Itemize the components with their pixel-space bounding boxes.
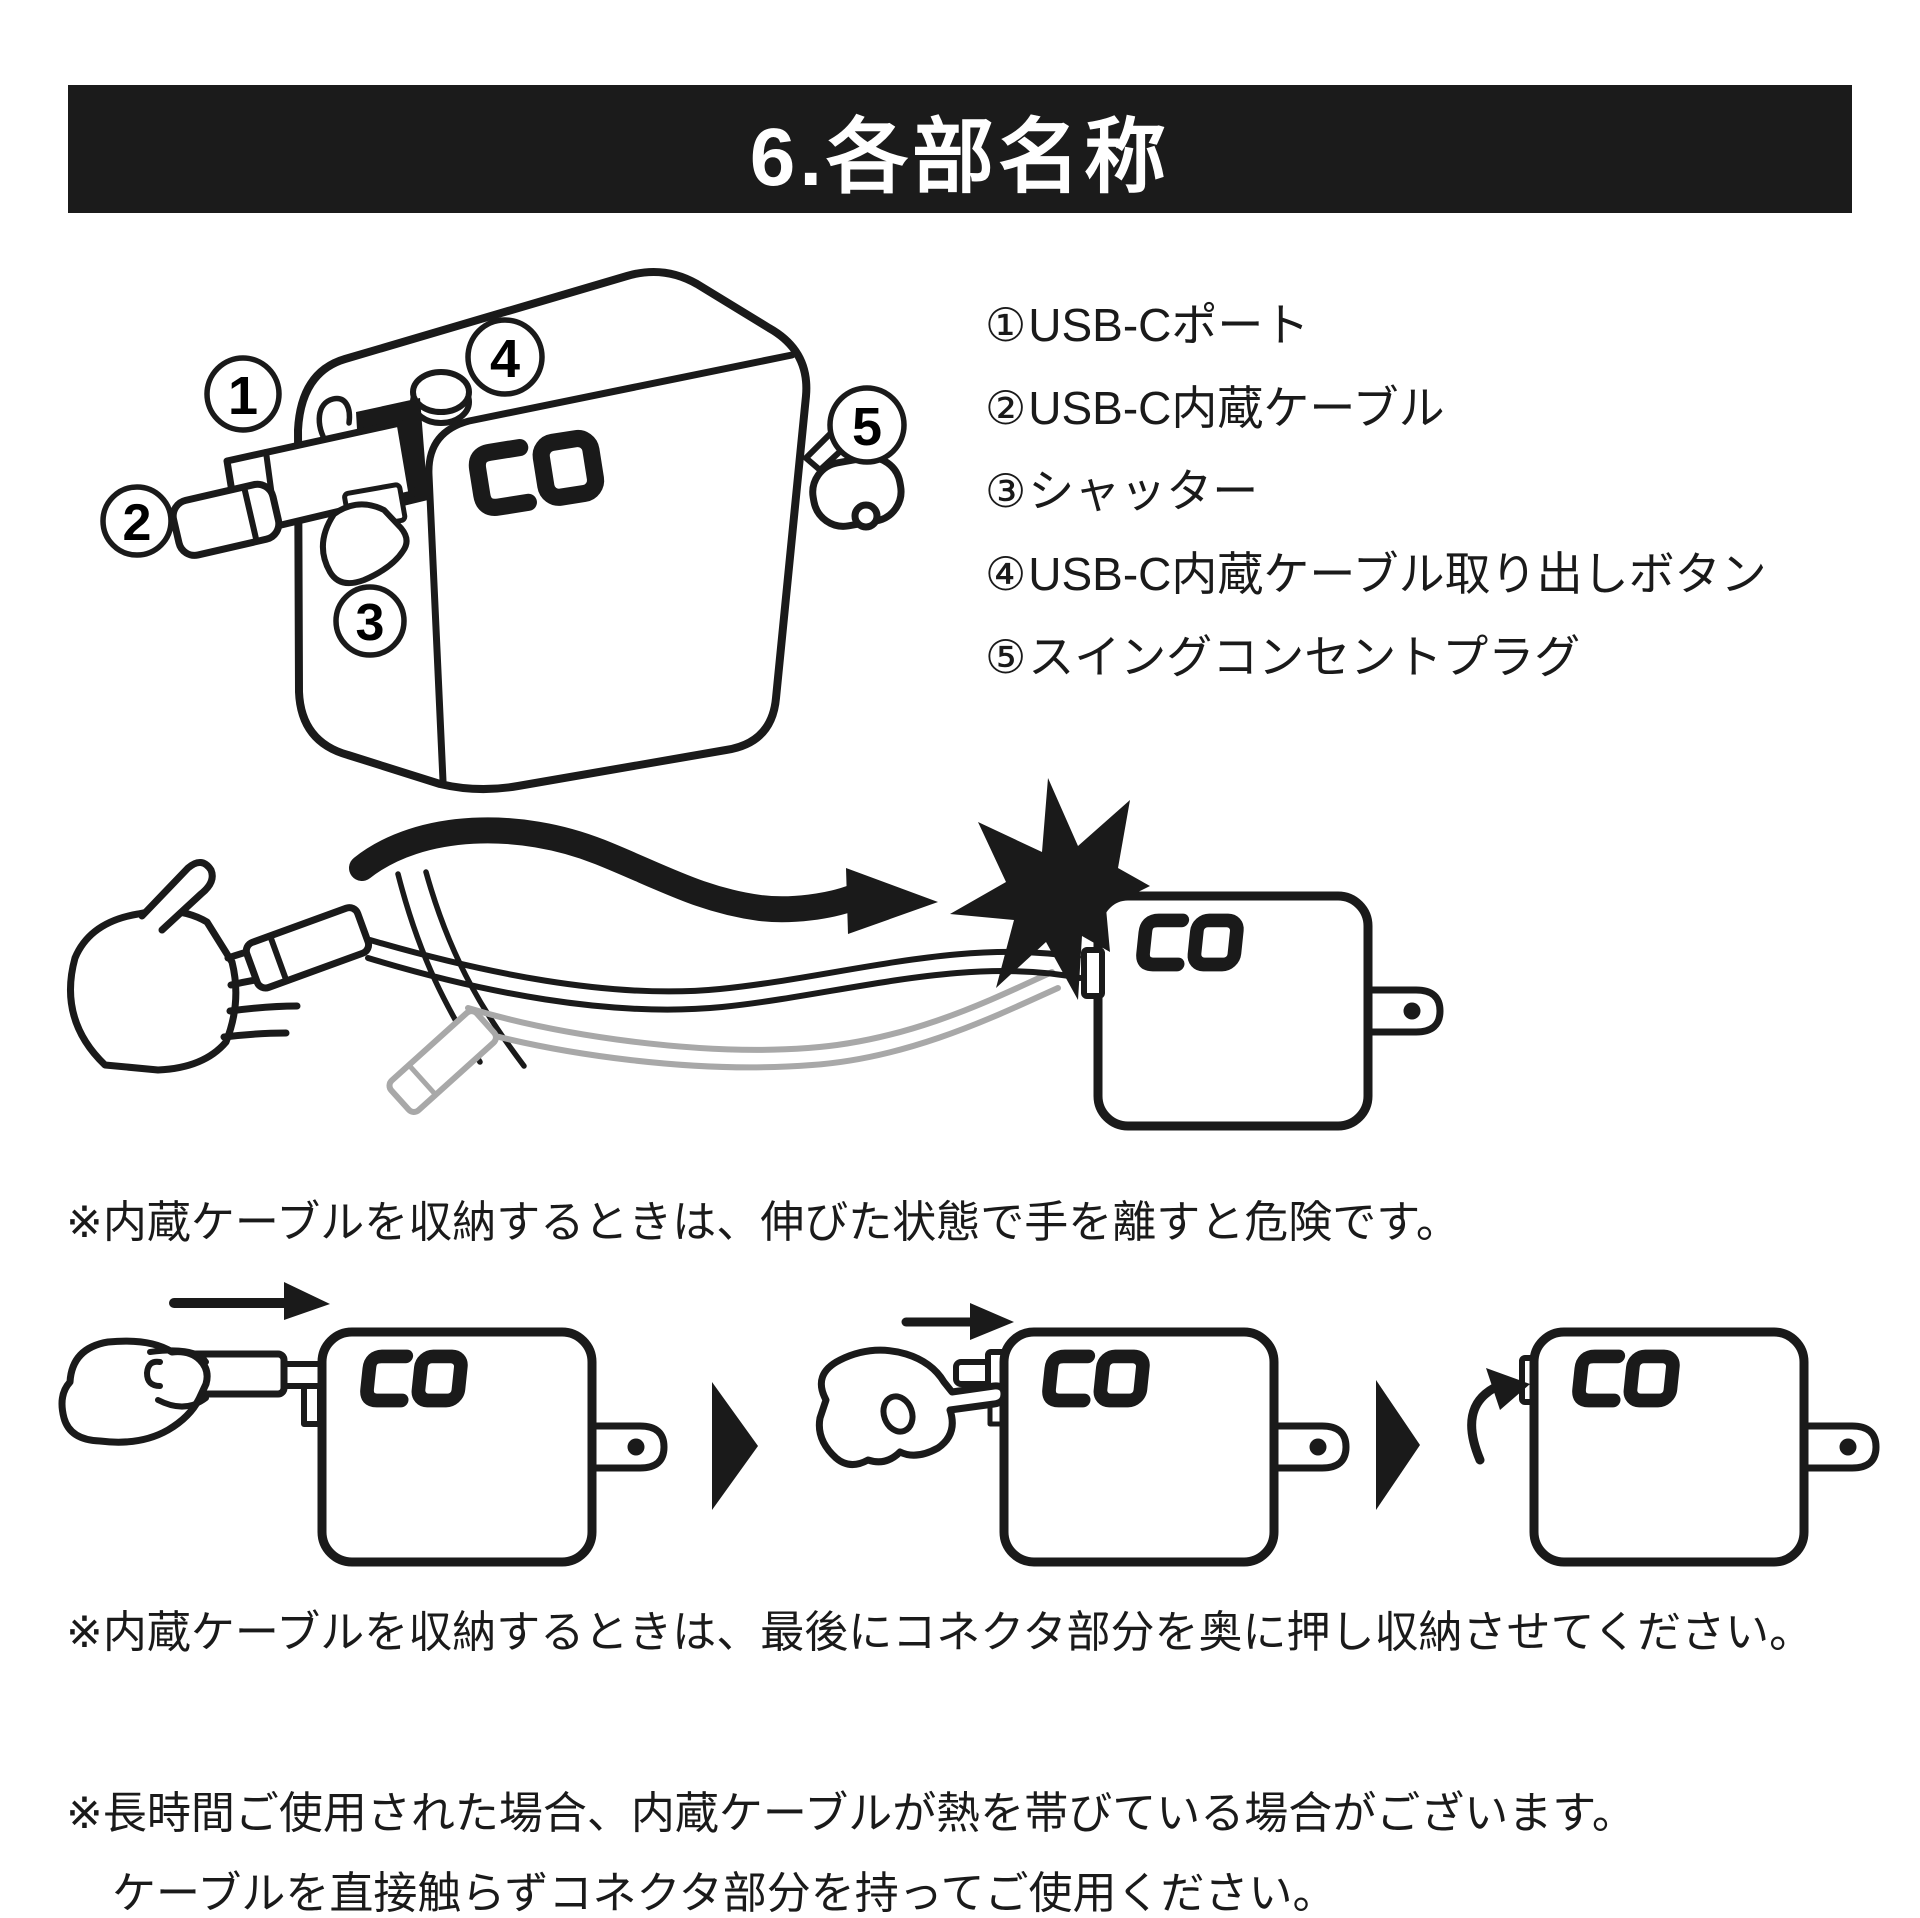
legend-label: USB-C内蔵ケーブル <box>1028 382 1445 434</box>
next-step-arrow-icon <box>712 1382 758 1510</box>
push-arrowhead <box>970 1303 1014 1340</box>
next-step-arrow-icon <box>1376 1380 1420 1510</box>
charger-illustration <box>322 1332 664 1562</box>
charger-3d-diagram: 1 2 3 4 5 <box>100 268 907 794</box>
legend-item-usb-c-port: ①USB-Cポート <box>985 284 1767 367</box>
snapback-illustration <box>67 778 1440 1126</box>
svg-text:2: 2 <box>123 494 152 552</box>
legend-item-built-in-cable: ②USB-C内蔵ケーブル <box>985 367 1767 450</box>
note-store-final-push: ※内蔵ケーブルを収納するときは、最後にコネクタ部分を奥に押し収納させてください。 <box>66 1608 1814 1657</box>
callout-3: 3 <box>333 584 407 658</box>
callout-4: 4 <box>465 317 545 397</box>
connector-tip <box>953 1359 993 1387</box>
retract-curve-arrow <box>1467 1383 1499 1465</box>
gripping-hand <box>58 1337 211 1446</box>
legend-item-swing-plug: ⑤スイングコンセントプラグ <box>985 616 1767 699</box>
shutter-flap <box>319 501 410 587</box>
usb-c-plug-tip <box>169 480 283 559</box>
svg-text:3: 3 <box>356 594 385 652</box>
legend-label: USB-Cポート <box>1028 299 1310 351</box>
page-title: 6.各部名称 <box>749 111 1171 203</box>
charger-front-edge <box>425 351 796 785</box>
impact-star-icon <box>950 778 1150 1000</box>
retract-arrowhead <box>1486 1368 1530 1410</box>
note-release-warning: ※内蔵ケーブルを収納するときは、伸びた状態で手を離すと危険です。 <box>66 1198 1460 1247</box>
legend-num: ⑤ <box>985 631 1027 683</box>
usb-c-port <box>316 395 353 447</box>
push-arrowhead <box>284 1282 330 1320</box>
snap-swoosh-arrow <box>349 817 865 923</box>
legend-label: シャッター <box>1028 465 1259 517</box>
step-2-press-flush <box>815 1303 1346 1562</box>
legend-num: ② <box>985 382 1027 434</box>
note-heat-warning: ※長時間ご使用された場合、内蔵ケーブルが熱を帯びている場合がございます。 ケーブ… <box>66 1774 1636 1918</box>
legend-item-shutter: ③シャッター <box>985 450 1767 533</box>
pointing-hand <box>815 1346 1008 1468</box>
cable-line <box>365 955 1083 1013</box>
step-3-stored <box>1467 1332 1876 1562</box>
legend-num: ④ <box>985 548 1027 600</box>
eject-button <box>410 369 472 415</box>
legend-num: ③ <box>985 465 1027 517</box>
snap-swoosh-arrowhead <box>846 868 938 934</box>
charger-illustration <box>1004 1332 1346 1562</box>
charger-illustration <box>1098 896 1440 1126</box>
storing-steps-illustration <box>58 1282 1876 1562</box>
cable-entry-nub <box>1081 947 1105 999</box>
legend-label: スイングコンセントプラグ <box>1028 631 1581 683</box>
ghost-cable <box>455 985 1061 1071</box>
svg-text:4: 4 <box>490 329 520 389</box>
plug-blade-hole <box>851 501 881 531</box>
callout-1: 1 <box>204 355 282 433</box>
ghost-connector <box>386 1008 499 1115</box>
legend-item-eject-button: ④USB-C内蔵ケーブル取り出しボタン <box>985 533 1767 616</box>
legend-num: ① <box>985 299 1027 351</box>
section-header: 6.各部名称 <box>68 85 1852 213</box>
callout-2: 2 <box>100 484 174 558</box>
callout-5: 5 <box>827 385 907 465</box>
charger-illustration <box>1534 1332 1876 1562</box>
released-connector <box>242 904 373 992</box>
svg-text:1: 1 <box>228 366 258 426</box>
step-1-push-cable <box>58 1282 664 1562</box>
ghost-cable <box>465 969 1055 1053</box>
svg-text:5: 5 <box>852 397 882 457</box>
open-hand <box>67 859 306 1074</box>
part-names-legend: ①USB-Cポート ②USB-C内蔵ケーブル ③シャッター ④USB-C内蔵ケー… <box>985 284 1767 699</box>
cable-line <box>367 937 1081 995</box>
note-heat-warning-line1: ※長時間ご使用された場合、内蔵ケーブルが熱を帯びている場合がございます。 <box>66 1789 1636 1838</box>
note-heat-warning-line2: ケーブルを直接触らずコネクタ部分を持ってご使用ください。 <box>112 1869 1337 1918</box>
legend-label: USB-C内蔵ケーブル取り出しボタン <box>1028 548 1767 600</box>
